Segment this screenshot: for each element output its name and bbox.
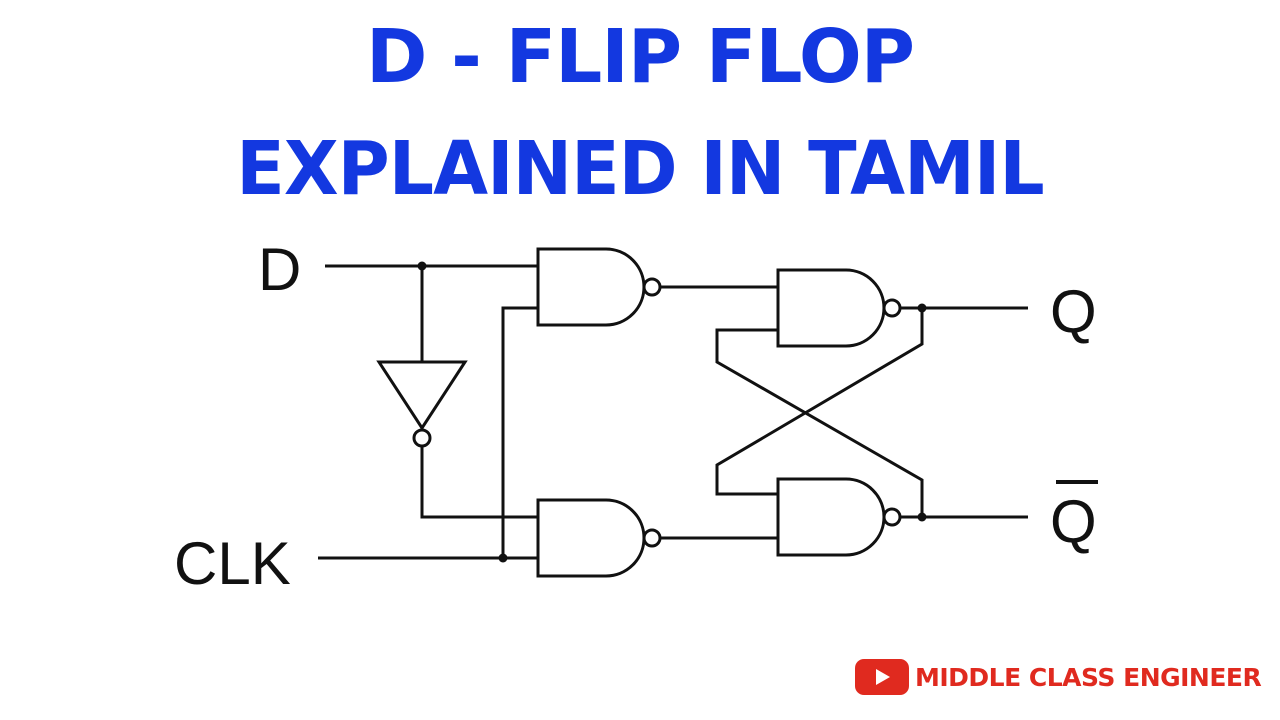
q-feedback-wire [715,308,924,496]
q-bar-label: Q [1050,488,1097,555]
youtube-play-icon [855,659,909,695]
clk-label: CLK [174,530,291,597]
title-line-2: EXPLAINED IN TAMIL [236,126,1044,212]
clk-branch-wire [501,306,538,558]
nand-gate-2 [536,498,662,578]
title-line-1: D - FLIP FLOP [365,14,915,100]
channel-branding: MIDDLE CLASS ENGINEER [855,658,1262,696]
inverter-gate [376,360,468,448]
q-label: Q [1050,278,1097,345]
nand-gate-3 [776,268,902,348]
d-label: D [258,236,301,303]
junction-dots [417,261,927,563]
nand-gate-1 [536,247,662,327]
q-bar-feedback-wire [715,328,924,517]
channel-name: MIDDLE CLASS ENGINEER [915,662,1262,692]
nand-gate-4 [776,477,902,557]
inverter-output-wire [420,446,538,519]
